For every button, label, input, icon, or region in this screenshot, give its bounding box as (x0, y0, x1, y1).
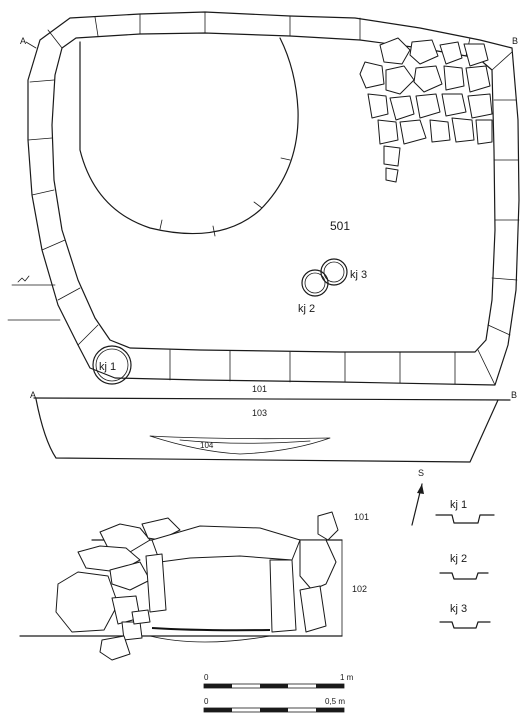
section-profile (35, 398, 499, 463)
profile-kj2-label: kj 2 (450, 553, 467, 565)
posthole-profiles: kj 1 kj 2 kj 3 (435, 499, 495, 629)
profile-kj3-label: kj 3 (450, 603, 467, 615)
scale-bar-1m: 0 1 m (203, 673, 354, 689)
feature-label-501: 501 (330, 219, 350, 233)
posthole-kj1-label: kj 1 (99, 361, 116, 373)
left-margin-marks (7, 275, 61, 321)
plan-corner-markers: A B (20, 36, 518, 49)
posthole-kj1: kj 1 (92, 345, 132, 385)
elevation-floor-deposit (151, 627, 271, 632)
plan-view (27, 11, 520, 386)
plan-corner-a: A (20, 36, 26, 46)
north-arrow: S (411, 468, 424, 526)
posthole-kj2-label: kj 2 (298, 303, 315, 315)
section-layer-103: 103 (252, 408, 267, 418)
scale-bar-05m: 0 0,5 m (203, 697, 345, 713)
section-lens-104 (149, 435, 331, 455)
elevation-layer-101: 101 (354, 512, 369, 522)
posthole-kj3: kj 3 (320, 258, 367, 286)
stone-elevation: 101 102 (19, 511, 369, 661)
section-lens-label: 104 (200, 441, 214, 450)
section-ab: A B 101 103 104 (30, 384, 517, 463)
plan-corner-b: B (512, 36, 518, 46)
section-surface-line (33, 397, 511, 401)
profile-kj1-label: kj 1 (450, 499, 467, 511)
scale-05m-start: 0 (204, 697, 209, 706)
profile-kj1 (435, 514, 495, 524)
stone-cluster (359, 37, 493, 183)
section-end-a: A (30, 390, 36, 400)
scale-1m-end: 1 m (340, 673, 354, 682)
posthole-kj2: kj 2 (298, 269, 329, 315)
section-layer-101: 101 (252, 384, 267, 394)
scale-1m-start: 0 (204, 673, 209, 682)
north-arrow-label: S (418, 468, 424, 478)
scale-05m-end: 0,5 m (325, 697, 345, 706)
edge-hachures (27, 11, 520, 386)
inner-depression (79, 37, 299, 235)
postholes: kj 1 kj 2 kj 3 (92, 258, 367, 385)
section-end-b: B (511, 390, 517, 400)
profile-kj2 (439, 572, 489, 580)
depression-hachures (159, 157, 291, 237)
profile-kj3 (439, 621, 491, 629)
posthole-kj3-label: kj 3 (350, 269, 367, 281)
elevation-layer-102: 102 (352, 584, 367, 594)
